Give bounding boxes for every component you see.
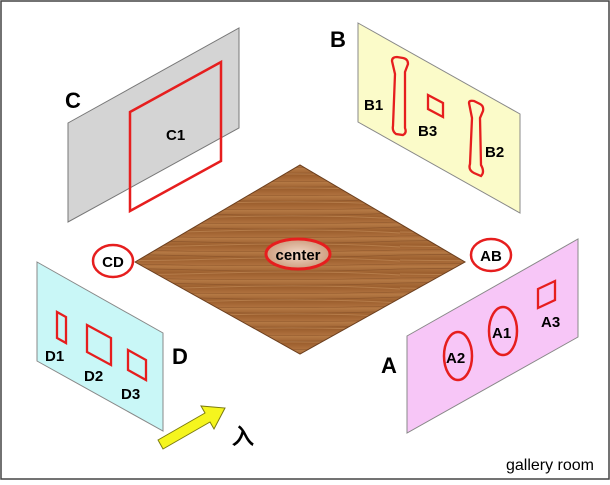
wall-b: B1 B2 B3 B — [330, 22, 521, 214]
wall-c-label: C — [65, 88, 81, 113]
artwork-a2-label: A2 — [446, 350, 465, 367]
artwork-b3-label: B3 — [418, 123, 437, 140]
corner-cd-label: CD — [102, 254, 124, 271]
artwork-b2-label: B2 — [485, 144, 504, 161]
artwork-b1-label: B1 — [364, 97, 383, 114]
artwork-a1-frame[interactable] — [487, 305, 519, 357]
artwork-a1-label: A1 — [492, 325, 511, 342]
wall-d-label: D — [172, 344, 188, 369]
corner-ab-marker[interactable] — [469, 237, 513, 273]
artwork-d2-frame[interactable] — [85, 323, 113, 367]
artwork-b3-frame[interactable] — [426, 93, 445, 119]
artwork-d3-label: D3 — [121, 386, 140, 403]
artwork-c1-frame[interactable] — [128, 59, 223, 214]
wall-b-label: B — [330, 27, 346, 52]
artwork-a3-frame[interactable] — [536, 279, 557, 310]
floor: center — [133, 164, 467, 355]
entrance[interactable]: 入 — [157, 405, 254, 450]
wall-a-panel — [406, 238, 579, 434]
artwork-d1-frame[interactable] — [55, 310, 68, 345]
corner-cd-marker[interactable] — [91, 243, 135, 279]
entrance-arrow-icon[interactable] — [157, 405, 226, 450]
artwork-a3-label: A3 — [541, 314, 560, 331]
center-label: center — [275, 247, 320, 264]
wall-d: D1 D2 D3 D — [36, 261, 188, 432]
artwork-b2-frame[interactable] — [467, 99, 485, 178]
artwork-d1-label: D1 — [45, 348, 64, 365]
caption: gallery room — [506, 457, 594, 474]
artwork-c1-label: C1 — [166, 127, 185, 144]
wall-d-panel — [36, 261, 164, 432]
wall-a: A1 A2 A3 A — [381, 238, 579, 434]
artwork-d3-frame[interactable] — [126, 348, 148, 382]
entrance-label: 入 — [232, 424, 254, 449]
center-spot[interactable] — [264, 237, 332, 271]
artwork-b1-frame[interactable] — [390, 55, 410, 137]
corner-ab[interactable]: AB — [469, 237, 513, 273]
artwork-d2-label: D2 — [84, 368, 103, 385]
corner-cd[interactable]: CD — [91, 243, 135, 279]
wall-b-panel — [357, 22, 521, 214]
corner-ab-label: AB — [480, 248, 502, 265]
artwork-a2-frame[interactable] — [442, 330, 474, 382]
wall-c: C1 C — [65, 27, 240, 223]
wall-a-label: A — [381, 353, 397, 378]
